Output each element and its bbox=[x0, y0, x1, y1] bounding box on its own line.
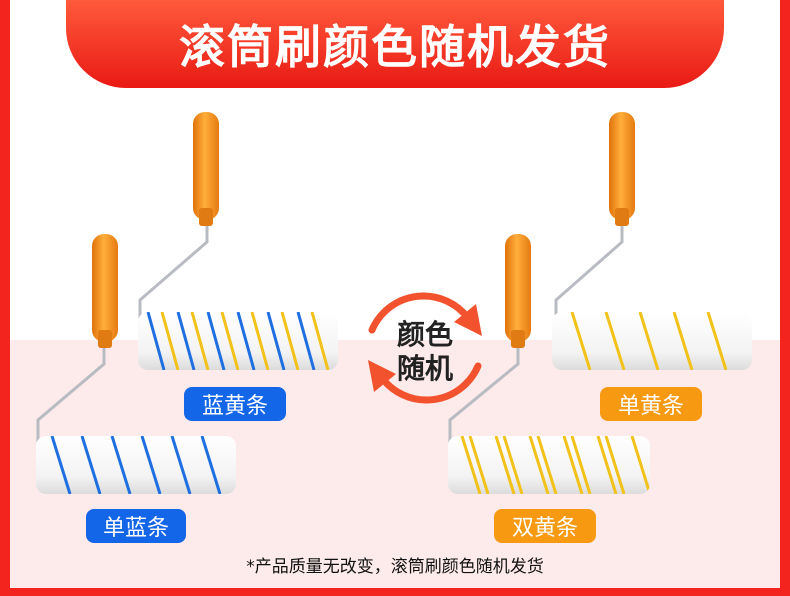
roller-single-blue bbox=[36, 234, 236, 494]
swap-label: 颜色 随机 bbox=[389, 318, 461, 386]
roller-single-yellow bbox=[552, 112, 752, 370]
left-frame bbox=[0, 0, 10, 596]
right-frame bbox=[780, 0, 790, 596]
roller-blue-yellow bbox=[138, 112, 338, 370]
label-single-yellow: 单黄条 bbox=[600, 387, 702, 421]
label-single-blue: 单蓝条 bbox=[86, 509, 186, 543]
title-banner: 滚筒刷颜色随机发货 bbox=[66, 0, 724, 88]
swap-label-line1: 颜色 bbox=[396, 318, 453, 351]
banner-title: 滚筒刷颜色随机发货 bbox=[179, 20, 611, 74]
label-blue-yellow: 蓝黄条 bbox=[184, 387, 286, 421]
swap-arrows-icon bbox=[368, 292, 482, 404]
roller-double-yellow bbox=[448, 234, 650, 494]
footnote: *产品质量无改变，滚筒刷颜色随机发货 bbox=[246, 557, 544, 577]
swap-label-line2: 随机 bbox=[396, 352, 453, 385]
label-double-yellow: 双黄条 bbox=[494, 509, 596, 543]
bottom-frame bbox=[0, 588, 790, 596]
